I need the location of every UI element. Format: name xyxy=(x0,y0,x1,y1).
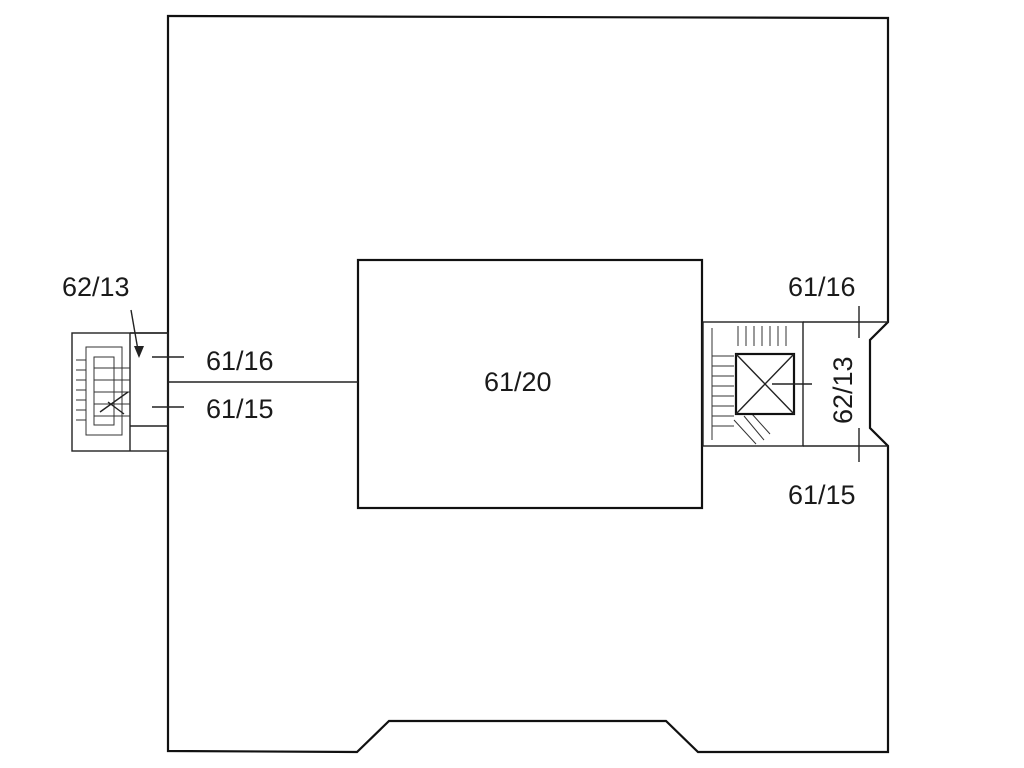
label-right-bottom: 61/15 xyxy=(788,480,856,510)
label-left-upper: 61/16 xyxy=(206,346,274,376)
left-staircase xyxy=(71,332,169,452)
label-left-top: 62/13 xyxy=(62,272,130,302)
section-markers xyxy=(152,306,860,462)
label-right-top: 61/16 xyxy=(788,272,856,302)
label-center-room: 61/20 xyxy=(484,367,552,397)
label-right-vertical: 62/13 xyxy=(828,356,858,424)
right-staircase xyxy=(702,321,888,447)
central-room xyxy=(356,258,704,510)
label-left-lower: 61/15 xyxy=(206,394,274,424)
arrow-icon xyxy=(130,309,144,358)
building-outline xyxy=(166,14,890,754)
